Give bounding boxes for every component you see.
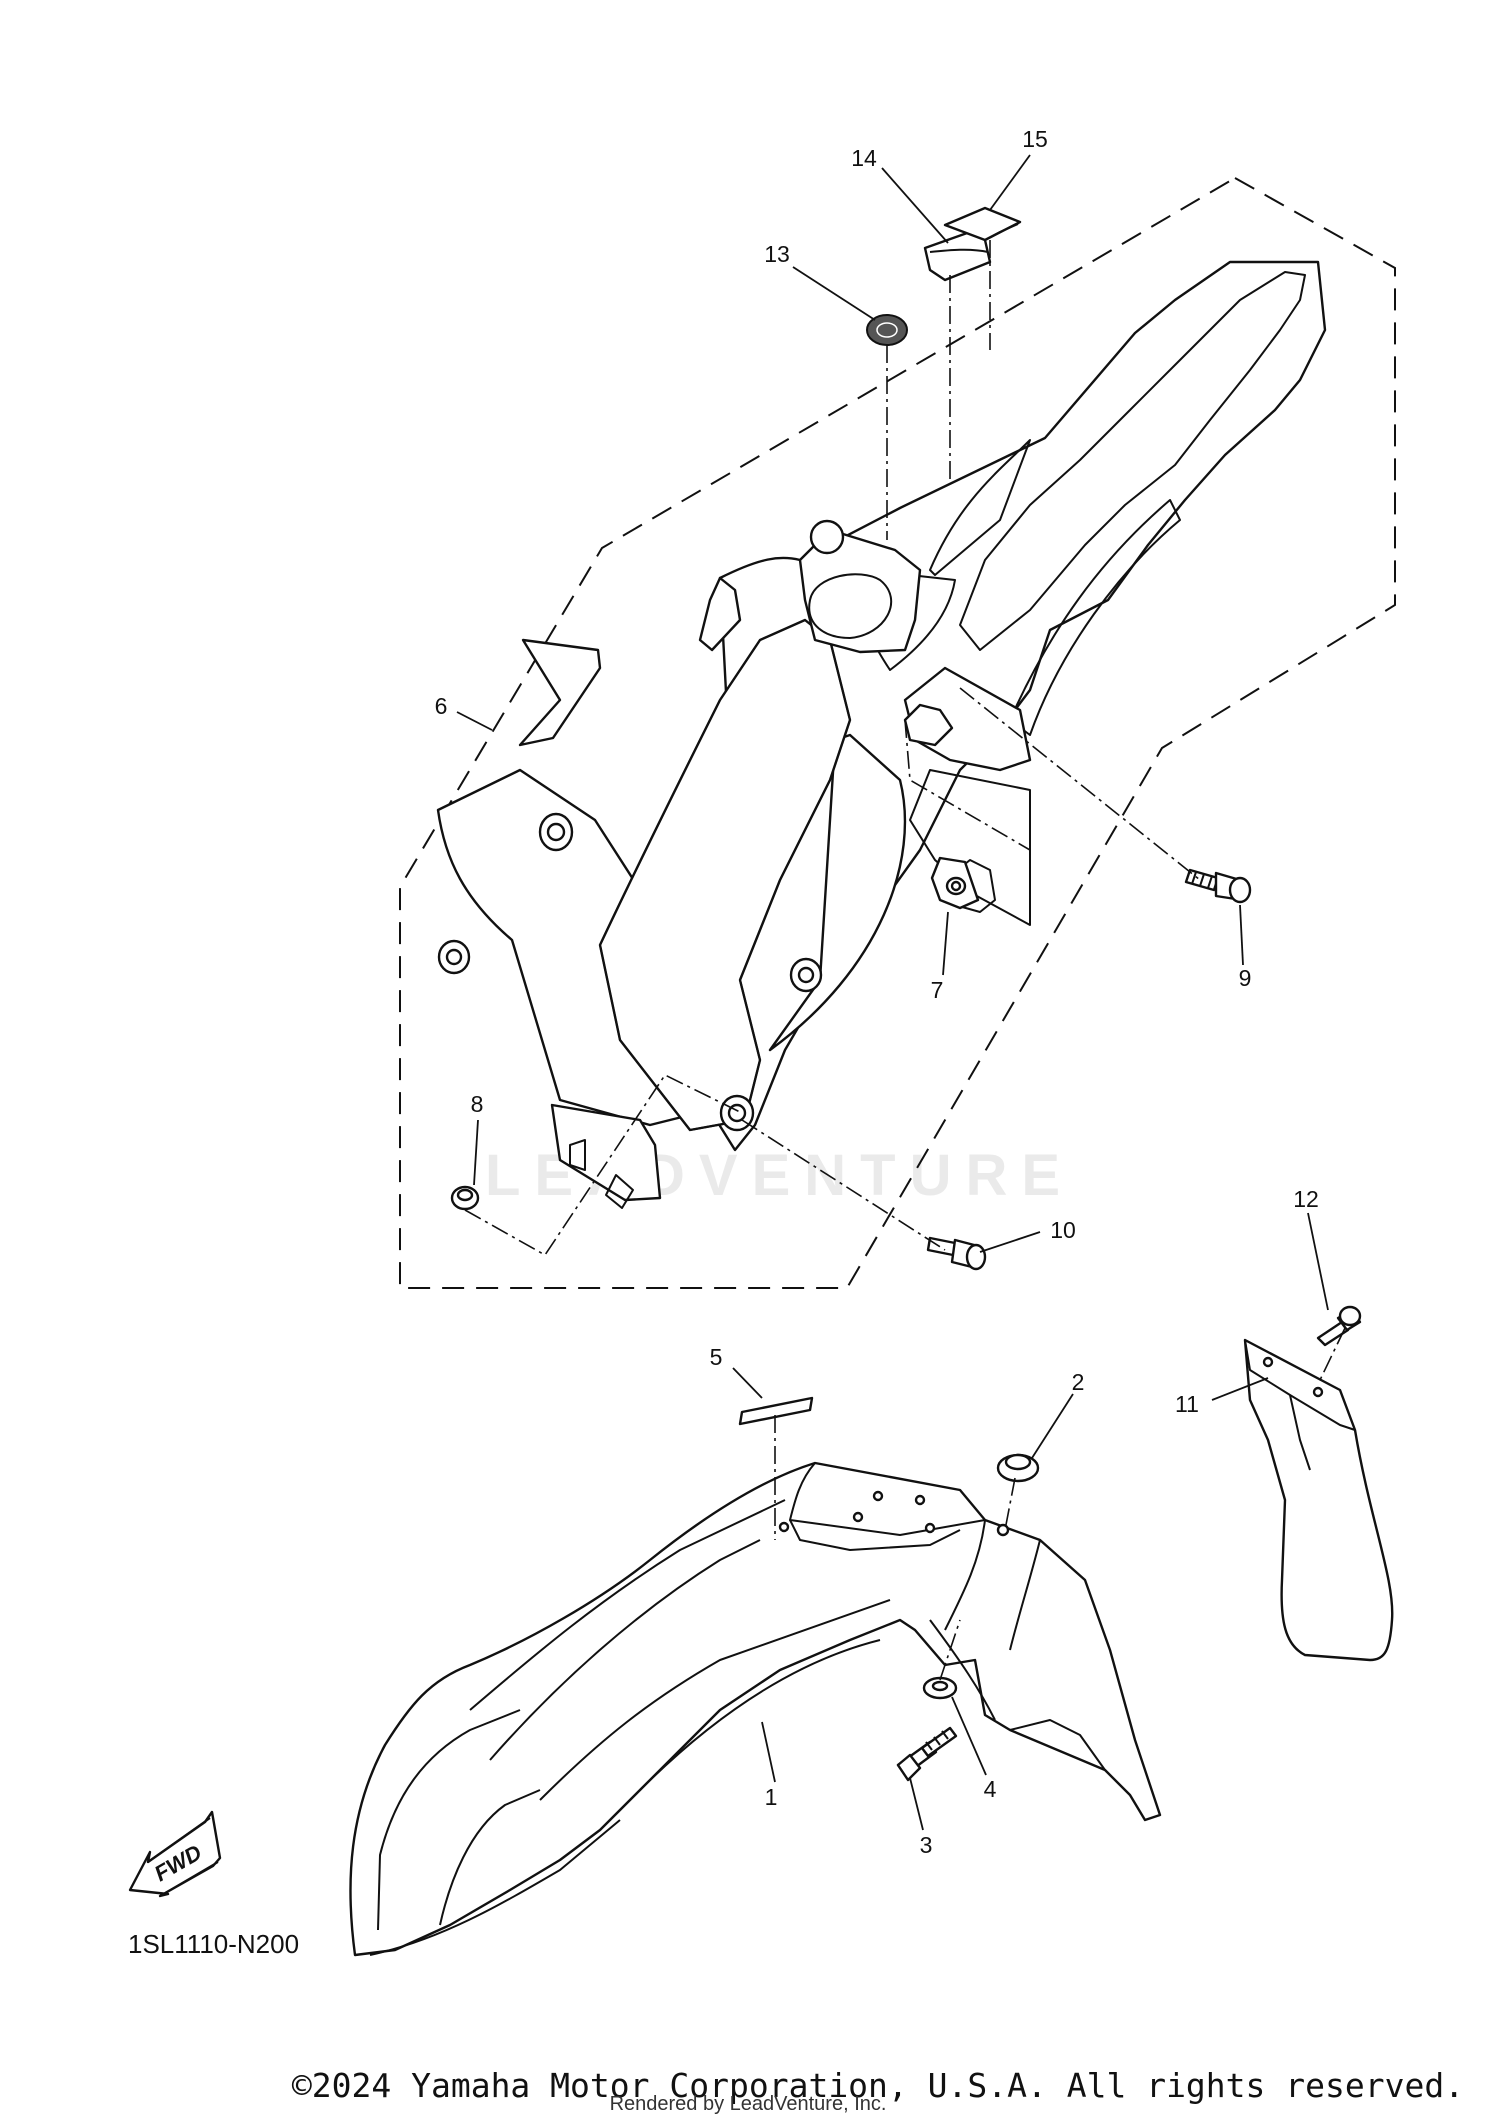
fork-guard[interactable] (1243, 1338, 1394, 1662)
grommet-2[interactable] (996, 1453, 1040, 1483)
bolt-10[interactable] (926, 1236, 987, 1271)
callout-2: 2 (1072, 1369, 1085, 1395)
front-fender[interactable] (349, 1461, 1162, 1957)
bolt-9[interactable] (1184, 868, 1252, 904)
callout-9: 9 (1239, 965, 1252, 991)
decal-5[interactable] (738, 1396, 814, 1426)
callout-5: 5 (710, 1344, 723, 1370)
collar-8[interactable] (450, 1185, 480, 1211)
rear-fender[interactable] (436, 260, 1327, 1209)
callout-10: 10 (1050, 1217, 1076, 1243)
clip-nut-7[interactable] (930, 856, 980, 910)
screw-12[interactable] (1316, 1305, 1362, 1347)
copyright-notice: ©2024 Yamaha Motor Corporation, U.S.A. A… (292, 2066, 1464, 2105)
rendered-by-notice: Rendered by LeadVenture, Inc. (610, 2093, 887, 2115)
assembly-guide-lines (464, 240, 1346, 1681)
callout-1: 1 (765, 1784, 778, 1810)
callout-11: 11 (1175, 1391, 1199, 1417)
graphic-15[interactable] (943, 206, 1022, 242)
callout-4: 4 (984, 1776, 997, 1802)
callout-8: 8 (471, 1091, 484, 1117)
washer-4[interactable] (922, 1676, 958, 1700)
callout-7: 7 (931, 977, 944, 1003)
leader-lines (456, 154, 1329, 1831)
emblem-13[interactable] (866, 314, 908, 346)
callout-14: 14 (851, 145, 877, 171)
callout-labels: 1 2 3 4 5 6 7 8 9 10 11 12 13 14 15 (435, 126, 1319, 1858)
callout-12: 12 (1293, 1186, 1319, 1212)
callout-6: 6 (435, 693, 448, 719)
callout-3: 3 (920, 1832, 933, 1858)
forward-direction-arrow: FWD (128, 1810, 222, 1898)
callout-13: 13 (764, 241, 790, 267)
diagram-part-code: 1SL1110-N200 (128, 1929, 299, 1959)
callout-15: 15 (1022, 126, 1048, 152)
bolt-3[interactable] (896, 1726, 958, 1782)
